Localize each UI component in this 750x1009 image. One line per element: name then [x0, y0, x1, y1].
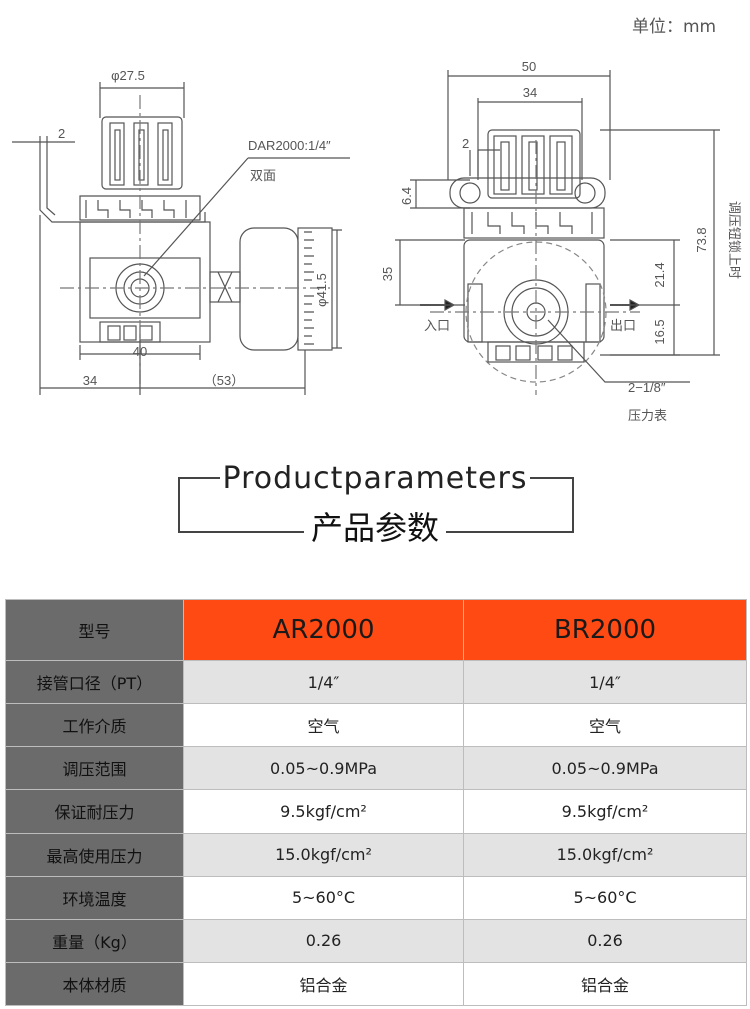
- row-value: 1/4″: [463, 660, 747, 705]
- row-label: 调压范围: [5, 746, 184, 791]
- row-value: 0.05~0.9MPa: [463, 746, 747, 791]
- model-ar2000: AR2000: [183, 598, 464, 662]
- dim-2-left: 2: [58, 126, 65, 141]
- frame-line: [178, 531, 304, 533]
- row-value: 5~60°C: [183, 875, 464, 920]
- row-value: 空气: [463, 703, 747, 748]
- frame-line: [178, 477, 180, 533]
- frame-line: [572, 477, 574, 533]
- table-row: 重量（Kg） 0.26 0.26: [5, 918, 747, 963]
- model-br2000: BR2000: [463, 598, 747, 662]
- inlet-label: 入口: [424, 318, 450, 333]
- dim-53: （53）: [204, 373, 244, 388]
- dim-16-5: 16.5: [652, 319, 667, 344]
- vertical-note: 调压钮锁上时: [727, 201, 742, 279]
- row-label: 环境温度: [5, 875, 184, 920]
- row-label: 重量（Kg）: [5, 918, 184, 963]
- row-value: 空气: [183, 703, 464, 748]
- title-chinese: 产品参数: [310, 509, 439, 547]
- row-value: 0.26: [463, 918, 747, 963]
- frame-line: [178, 477, 220, 479]
- frame-line: [446, 531, 574, 533]
- section-title: Productparameters 产品参数: [0, 455, 750, 555]
- dim-34-right: 34: [523, 85, 537, 100]
- row-label: 工作介质: [5, 703, 184, 748]
- dim-phi27: φ27.5: [111, 68, 145, 83]
- row-label: 最高使用压力: [5, 832, 184, 877]
- unit-label: 单位：mm: [632, 17, 717, 37]
- outlet-label: 出口: [610, 318, 636, 333]
- row-value: 0.05~0.9MPa: [183, 746, 464, 791]
- header-label: 型号: [5, 598, 184, 662]
- dim-34-left: 34: [83, 373, 97, 388]
- row-label: 本体材质: [5, 961, 184, 1007]
- dim-73-8: 73.8: [694, 227, 709, 252]
- title-english: Productparameters: [222, 461, 528, 496]
- table-row: 最高使用压力 15.0kgf/cm² 15.0kgf/cm²: [5, 832, 747, 877]
- row-value: 9.5kgf/cm²: [463, 789, 747, 834]
- dim-6-4: 6.4: [399, 187, 414, 205]
- row-label: 保证耐压力: [5, 789, 184, 834]
- row-value: 5~60°C: [463, 875, 747, 920]
- port-label: 2−1/8″: [628, 380, 666, 395]
- table-header-row: 型号 AR2000 BR2000: [5, 598, 747, 662]
- table-row: 接管口径（PT） 1/4″ 1/4″: [5, 660, 747, 705]
- technical-drawing: φ27.5 2 DAR2000:1/4″ 双面 40 34 （53） φ41.5…: [12, 59, 742, 423]
- row-value: 15.0kgf/cm²: [183, 832, 464, 877]
- row-value: 15.0kgf/cm²: [463, 832, 747, 877]
- table-row: 环境温度 5~60°C 5~60°C: [5, 875, 747, 920]
- dim-phi41: φ41.5: [314, 273, 329, 307]
- dim-40: 40: [133, 344, 147, 359]
- model-callout: DAR2000:1/4″: [248, 138, 331, 153]
- dim-50: 50: [522, 59, 536, 74]
- row-value: 9.5kgf/cm²: [183, 789, 464, 834]
- row-value: 铝合金: [183, 961, 464, 1007]
- row-value: 0.26: [183, 918, 464, 963]
- dim-35: 35: [380, 267, 395, 281]
- callout-sub: 双面: [250, 168, 276, 183]
- row-value: 1/4″: [183, 660, 464, 705]
- dim-2-right: 2: [462, 136, 469, 151]
- table-row: 调压范围 0.05~0.9MPa 0.05~0.9MPa: [5, 746, 747, 791]
- gauge-label: 压力表: [628, 408, 667, 423]
- table-row: 工作介质 空气 空气: [5, 703, 747, 748]
- table-row: 本体材质 铝合金 铝合金: [5, 961, 747, 1007]
- parameter-table: 型号 AR2000 BR2000 接管口径（PT） 1/4″ 1/4″ 工作介质…: [5, 598, 747, 1007]
- frame-line: [530, 477, 574, 479]
- row-value: 铝合金: [463, 961, 747, 1007]
- row-label: 接管口径（PT）: [5, 660, 184, 705]
- table-row: 保证耐压力 9.5kgf/cm² 9.5kgf/cm²: [5, 789, 747, 834]
- dim-21-4: 21.4: [652, 262, 667, 287]
